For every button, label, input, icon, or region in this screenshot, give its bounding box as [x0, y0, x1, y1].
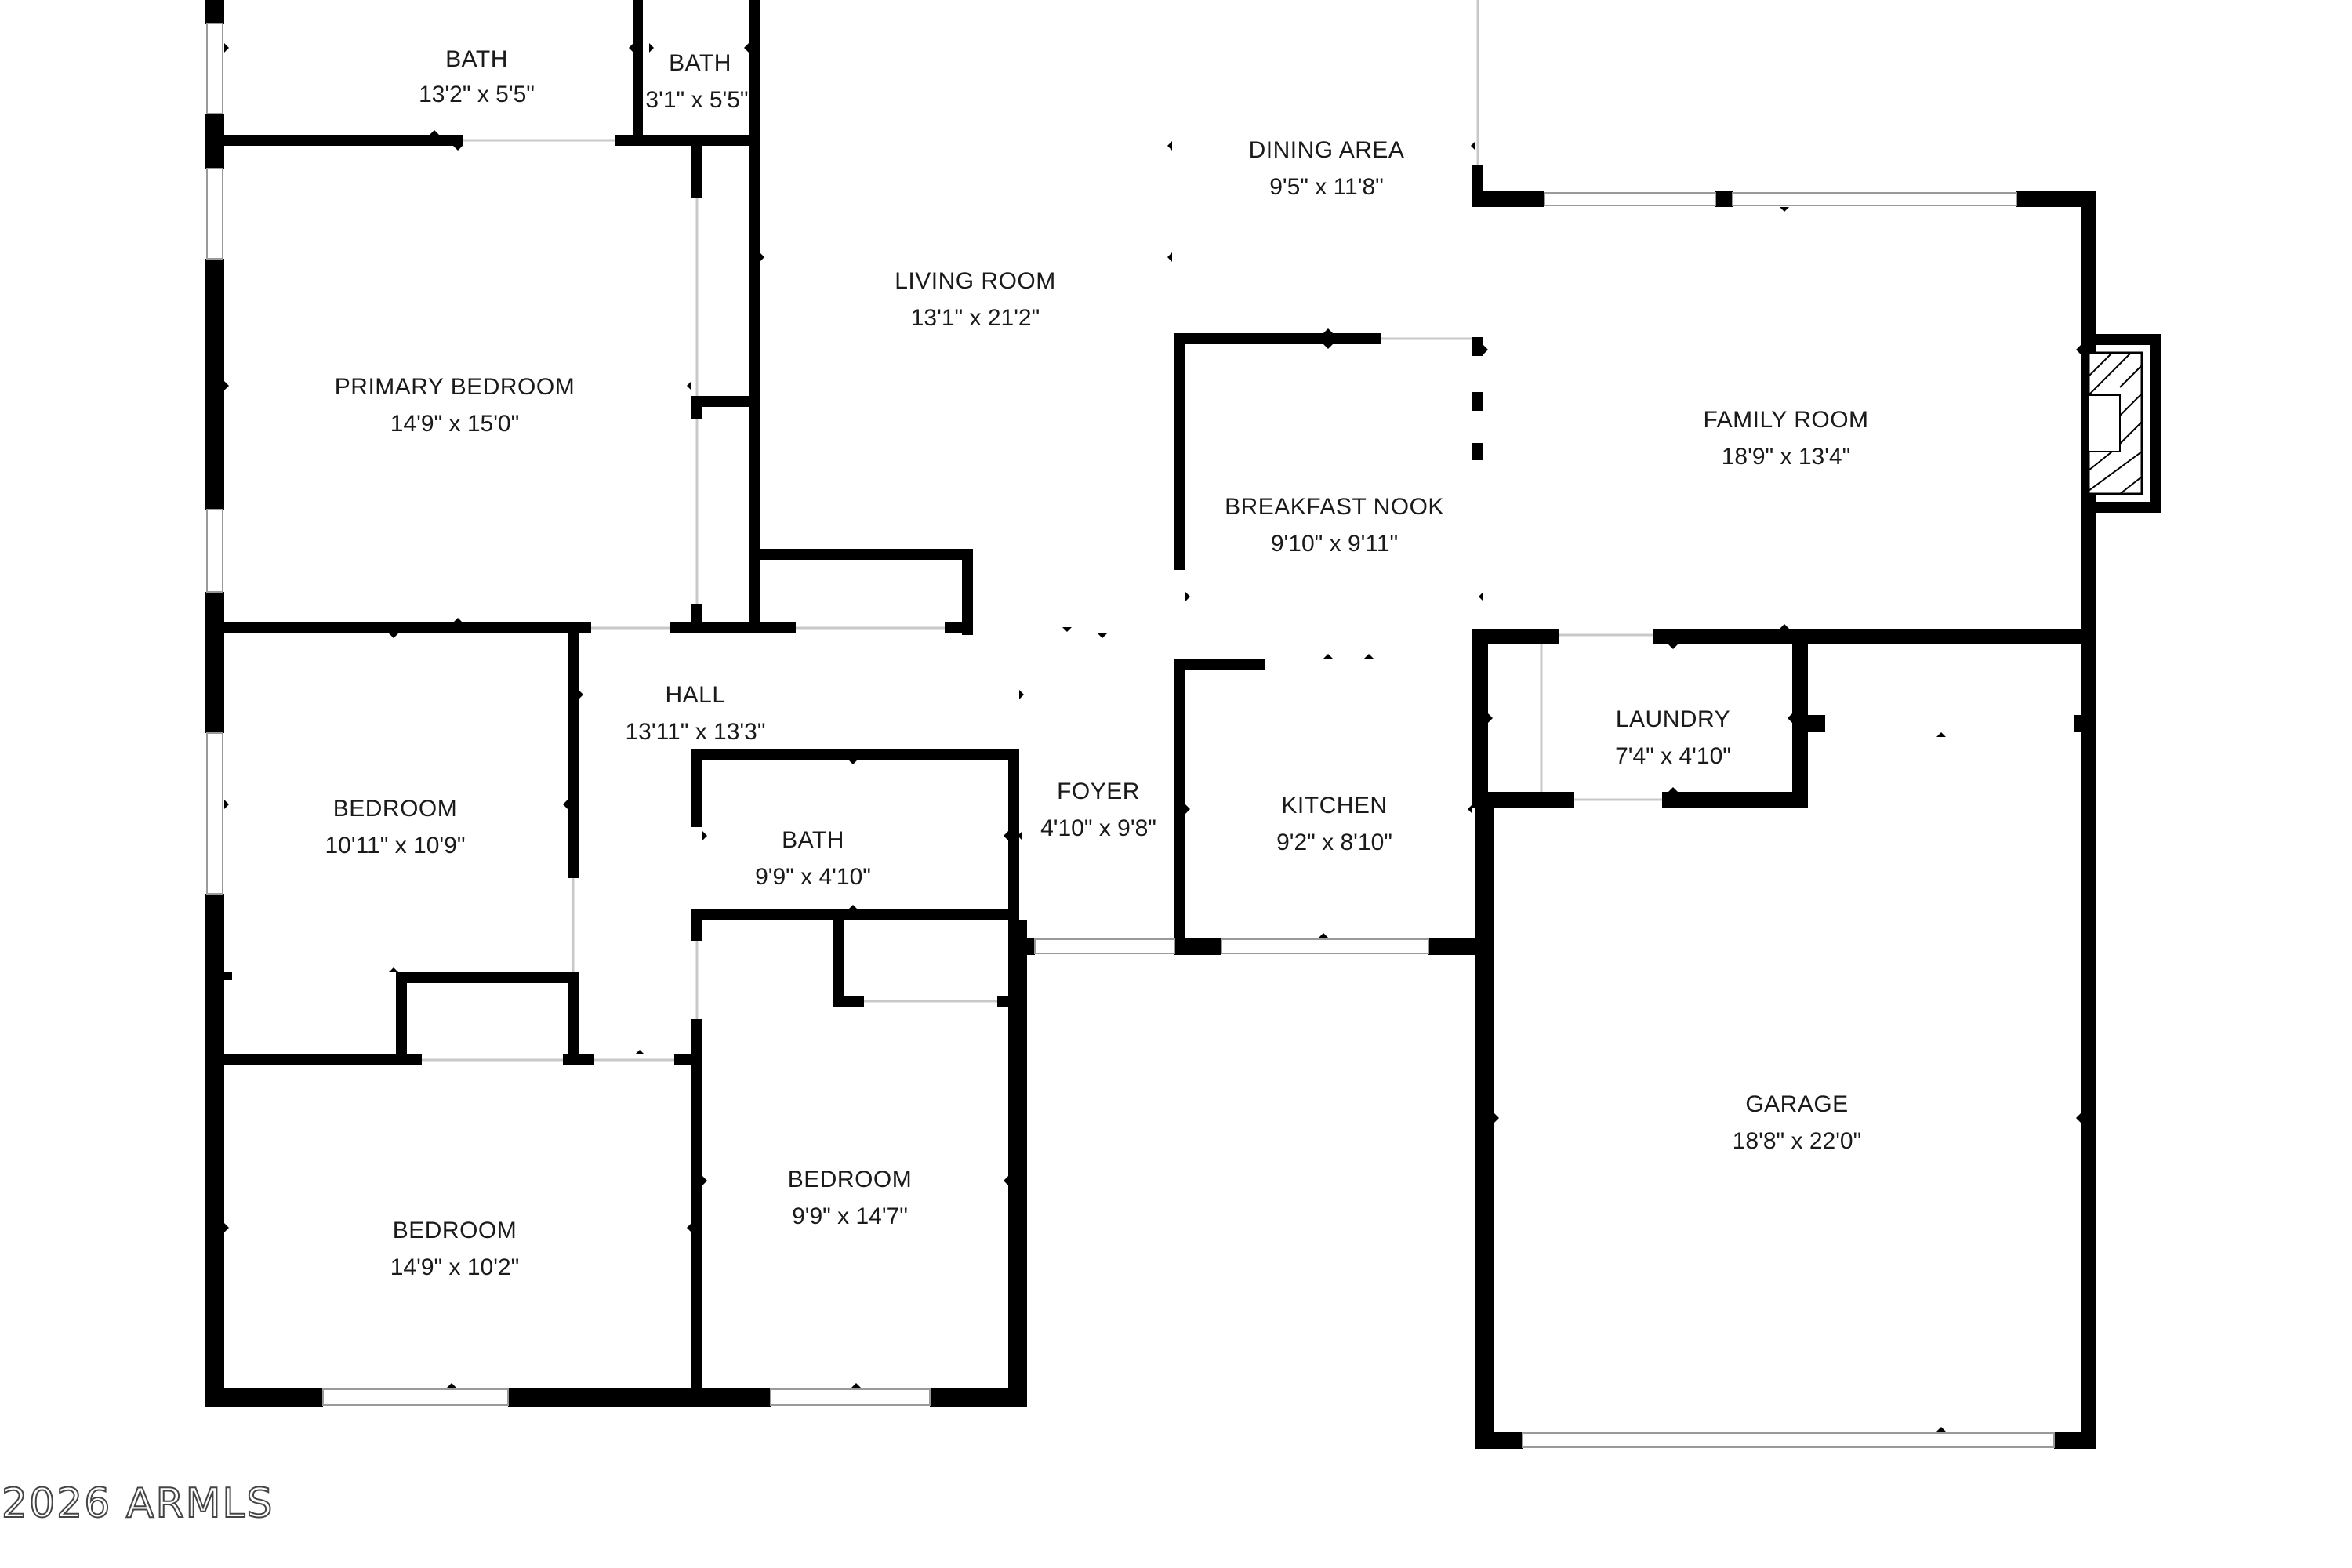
room-hall: HALL 13'11" x 13'3"	[626, 682, 766, 745]
room-garage: GARAGE 18'8" x 22'0"	[1733, 1091, 1862, 1154]
room-dimensions: 9'5" x 11'8"	[1269, 174, 1384, 200]
room-dimensions: 4'10" x 9'8"	[1040, 815, 1156, 841]
room-dimensions: 18'8" x 22'0"	[1733, 1128, 1862, 1154]
window	[206, 168, 223, 260]
window	[1544, 192, 1716, 206]
room-dimensions: 9'9" x 4'10"	[755, 864, 871, 890]
room-name: BREAKFAST NOOK	[1225, 494, 1444, 520]
room-dimensions: 9'10" x 9'11"	[1271, 531, 1398, 557]
window	[1034, 938, 1175, 954]
fireplace	[2087, 351, 2143, 495]
room-name: GARAGE	[1745, 1091, 1848, 1117]
window	[322, 1388, 509, 1406]
window	[1522, 1432, 2055, 1448]
room-dimensions: 14'9" x 15'0"	[390, 411, 520, 437]
room-laundry: LAUNDRY 7'4" x 4'10"	[1615, 706, 1731, 769]
room-name: PRIMARY BEDROOM	[335, 374, 575, 400]
window	[1732, 192, 2017, 206]
room-name: FAMILY ROOM	[1703, 407, 1868, 433]
room-name: FOYER	[1057, 779, 1140, 804]
windows	[206, 23, 2055, 1448]
walls	[205, 0, 2161, 1449]
room-name: BATH	[782, 827, 844, 853]
room-name: BEDROOM	[393, 1218, 517, 1243]
room-name: BEDROOM	[333, 796, 458, 822]
room-name: BATH	[669, 50, 731, 76]
window	[206, 23, 223, 114]
room-dimensions: 9'9" x 14'7"	[792, 1203, 908, 1229]
dimension-ticks	[224, 43, 2081, 1432]
room-dimensions: 13'1" x 21'2"	[911, 305, 1040, 331]
room-bath-hall: BATH 9'9" x 4'10"	[755, 827, 871, 890]
room-name: BATH	[445, 46, 508, 72]
room-kitchen: KITCHEN 9'2" x 8'10"	[1276, 793, 1392, 855]
window	[206, 732, 223, 895]
room-name: HALL	[665, 682, 725, 708]
room-bath-primary: BATH 13'2" x 5'5"	[419, 46, 535, 107]
room-dimensions: 13'2" x 5'5"	[419, 82, 535, 107]
room-dimensions: 10'11" x 10'9"	[325, 833, 466, 858]
room-bath-small: BATH 3'1" x 5'5"	[645, 50, 748, 113]
copyright-watermark: 2026 ARMLS	[2, 1480, 274, 1527]
room-dining-area: DINING AREA 9'5" x 11'8"	[1249, 137, 1405, 200]
room-name: LAUNDRY	[1616, 706, 1730, 732]
door-openings	[422, 0, 1662, 1062]
room-name: LIVING ROOM	[895, 268, 1056, 294]
room-name: DINING AREA	[1249, 137, 1405, 163]
room-family-room: FAMILY ROOM 18'9" x 13'4"	[1703, 407, 1868, 470]
room-living-room: LIVING ROOM 13'1" x 21'2"	[895, 268, 1056, 331]
room-primary-bedroom: PRIMARY BEDROOM 14'9" x 15'0"	[335, 374, 575, 437]
room-dimensions: 18'9" x 13'4"	[1722, 444, 1851, 470]
room-dimensions: 3'1" x 5'5"	[645, 87, 748, 113]
room-foyer: FOYER 4'10" x 9'8"	[1040, 779, 1156, 841]
room-dimensions: 9'2" x 8'10"	[1276, 829, 1392, 855]
room-bedroom-3: BEDROOM 9'9" x 14'7"	[788, 1167, 913, 1229]
window	[770, 1388, 931, 1406]
room-bedroom-2: BEDROOM 10'11" x 10'9"	[325, 796, 466, 858]
room-dimensions: 7'4" x 4'10"	[1615, 743, 1731, 769]
window	[206, 509, 223, 593]
room-name: KITCHEN	[1281, 793, 1387, 818]
room-dimensions: 13'11" x 13'3"	[626, 719, 766, 745]
room-dimensions: 14'9" x 10'2"	[390, 1254, 520, 1280]
room-name: BEDROOM	[788, 1167, 913, 1192]
room-breakfast-nook: BREAKFAST NOOK 9'10" x 9'11"	[1225, 494, 1444, 557]
room-bedroom-4: BEDROOM 14'9" x 10'2"	[390, 1218, 520, 1280]
window	[1221, 938, 1429, 954]
